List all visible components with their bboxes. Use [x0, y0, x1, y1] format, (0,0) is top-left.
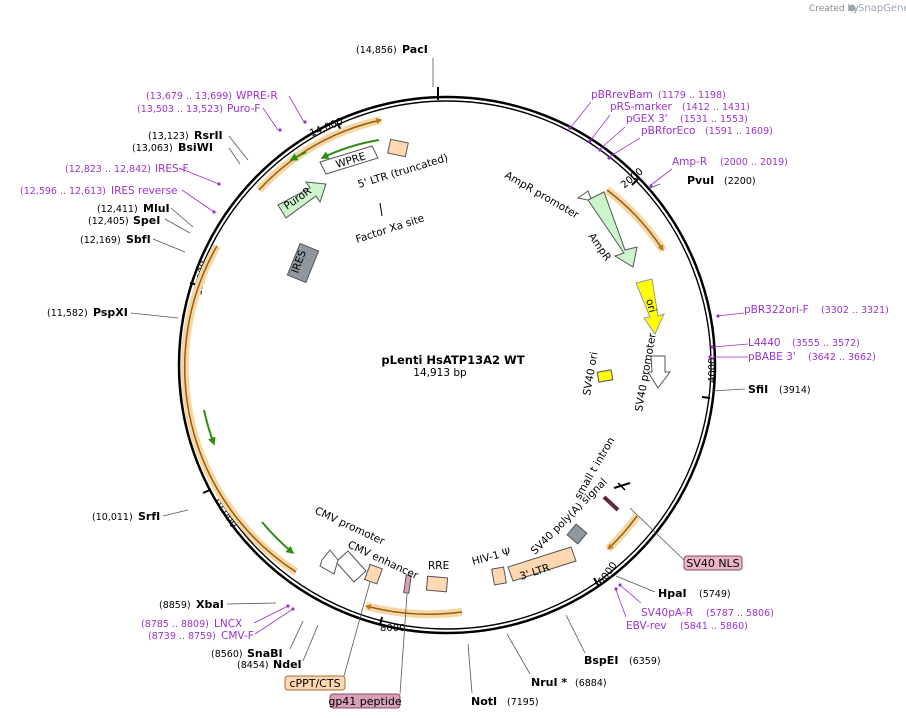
primer-pbr322ori-pos: (3302 .. 3321): [821, 305, 889, 316]
primer-pbr322ori[interactable]: pBR322ori-F: [744, 304, 809, 316]
primer-pbrforeco[interactable]: pBRforEco: [641, 125, 695, 137]
site-snabi-pos: (8560): [211, 649, 243, 660]
primer-l4440-pos: (3555 .. 3572): [792, 338, 860, 349]
snapgene-icon: [848, 4, 856, 12]
site-pspxi[interactable]: PspXI: [93, 306, 128, 319]
site-bsiwi-pos: (13,063): [132, 143, 173, 154]
primer-prsmarker[interactable]: pRS-marker: [610, 101, 673, 113]
site-xbai-pos: (8859): [159, 600, 191, 611]
site-xbai[interactable]: XbaI: [196, 598, 224, 611]
primer-prsmarker-pos: (1412 .. 1431): [682, 102, 750, 113]
site-mlui-pos: (12,411): [97, 204, 138, 215]
primer-cmvf-pos: (8739 .. 8759): [148, 631, 216, 642]
site-srfi-pos: (10,011): [92, 512, 133, 523]
primer-pgex3[interactable]: pGEX 3': [626, 113, 668, 125]
gp41-leader: [399, 593, 408, 695]
primer-lncx-pos: (8785 .. 8809): [141, 619, 209, 630]
backbone-outer: [177, 95, 717, 635]
site-pvui-pos: (2200): [724, 176, 756, 187]
primer-ampr-pos: (2000 .. 2019): [720, 157, 788, 168]
sv40-nls-leader: [629, 507, 685, 561]
label-ampr: AmpR: [586, 231, 614, 264]
site-leaders: [130, 58, 746, 694]
label-sv40-polya: SV40 poly(A) signal: [529, 476, 610, 557]
site-noti[interactable]: NotI: [471, 695, 497, 708]
label-hiv-psi: HIV-1 Ψ: [471, 546, 512, 568]
site-bsiwi[interactable]: BsiWI: [178, 141, 213, 154]
green-orf-arrows: [203, 139, 380, 555]
primer-pbabe3[interactable]: pBABE 3': [748, 351, 796, 363]
primer-ebvrev-pos: (5841 .. 5860): [680, 621, 748, 632]
primer-pbabe3-pos: (3642 .. 3662): [808, 352, 876, 363]
primer-sv40par[interactable]: SV40pA-R: [641, 607, 693, 619]
site-bspei[interactable]: BspEI: [584, 654, 618, 667]
primer-cmvf[interactable]: CMV-F: [221, 630, 254, 642]
site-sfii[interactable]: SfiI: [748, 383, 768, 396]
tick-4000: 4000: [707, 358, 718, 383]
site-spei[interactable]: SpeI: [133, 214, 160, 227]
site-srfi[interactable]: SrfI: [138, 510, 160, 523]
label-wpre: WPRE: [334, 150, 367, 170]
primer-leaders: [178, 95, 749, 635]
site-hpai-pos: (5749): [699, 589, 731, 600]
label-ampr-promoter: AmpR promoter: [503, 169, 582, 221]
site-pspxi-pos: (11,582): [47, 308, 88, 319]
primer-markers: [212, 120, 720, 611]
primer-ampr[interactable]: Amp-R: [672, 156, 707, 168]
site-nrui-pos: (6884): [575, 678, 607, 689]
site-paci[interactable]: PacI: [402, 43, 428, 56]
feature-shapes: [277, 138, 671, 594]
label-factor-xa: Factor Xa site: [354, 212, 426, 245]
site-noti-pos: (7195): [507, 697, 539, 708]
plasmid-name: pLenti HsATP13A2 WT: [381, 353, 524, 367]
site-sbfi-pos: (12,169): [80, 235, 121, 246]
site-sfii-pos: (3914): [779, 385, 811, 396]
sv40-nls-label: SV40 NLS: [686, 557, 739, 570]
snapgene-logo: SnapGene: [858, 3, 906, 14]
primer-iresf[interactable]: IRES-F: [155, 163, 189, 175]
primer-pbrrevbam[interactable]: pBRrevBam: [591, 89, 653, 101]
site-nrui[interactable]: NruI *: [531, 676, 567, 689]
primer-iresf-pos: (12,823 .. 12,842): [65, 164, 151, 175]
orf-arcs: [180, 116, 667, 619]
primer-pbrforeco-pos: (1591 .. 1609): [705, 126, 773, 137]
cppt-leader: [343, 581, 371, 677]
gp41-box: [329, 693, 401, 709]
primer-lncx[interactable]: LNCX: [214, 618, 242, 630]
primer-pbrrevbam-pos: (1179 .. 1198): [658, 90, 726, 101]
factor-xa-marker: [379, 202, 383, 217]
site-sbfi[interactable]: SbfI: [126, 233, 151, 246]
primer-purof-pos: (13,503 .. 13,523): [137, 104, 223, 115]
label-ori: ori: [643, 298, 658, 314]
site-snabi[interactable]: SnaBI: [247, 647, 283, 660]
primer-iresrev-pos: (12,596 .. 12,613): [20, 186, 106, 197]
site-hpai[interactable]: HpaI: [658, 587, 687, 600]
site-spei-pos: (12,405): [88, 216, 129, 227]
site-rsrii-pos: (13,123): [148, 131, 189, 142]
cppt-label: cPPT/CTS: [289, 677, 340, 690]
primer-sv40par-pos: (5787 .. 5806): [706, 608, 774, 619]
plasmid-length: 14,913 bp: [413, 367, 467, 379]
site-pvui[interactable]: PvuI: [687, 174, 714, 187]
gp41-label: gp41 peptide: [328, 695, 402, 708]
site-rsrii[interactable]: RsrII: [194, 129, 223, 142]
primer-l4440[interactable]: L4440: [748, 337, 781, 349]
primer-iresrev[interactable]: IRES reverse: [111, 185, 178, 197]
cppt-box: [284, 675, 346, 691]
primer-wprer[interactable]: WPRE-R: [236, 90, 278, 102]
tick-8000: 8000: [380, 623, 405, 634]
primer-purof[interactable]: Puro-F: [227, 103, 260, 115]
site-ndei-pos: (8454): [237, 660, 269, 671]
site-bspei-pos: (6359): [629, 656, 661, 667]
label-rre: RRE: [428, 560, 449, 572]
site-mlui[interactable]: MluI: [143, 202, 170, 215]
primer-ebvrev[interactable]: EBV-rev: [626, 620, 667, 632]
sv40-nls-box: [683, 555, 743, 571]
primer-wprer-pos: (13,679 .. 13,699): [146, 91, 232, 102]
site-ndei[interactable]: NdeI: [273, 658, 302, 671]
primer-pgex3-pos: (1531 .. 1553): [680, 114, 748, 125]
credit-prefix: Created by: [809, 4, 859, 14]
site-paci-pos: (14,856): [356, 45, 397, 56]
